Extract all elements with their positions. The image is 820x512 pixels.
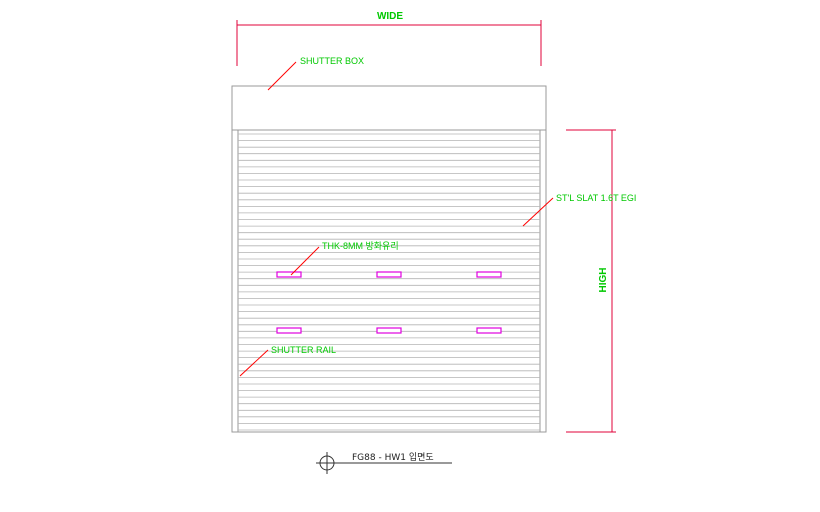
wide-dimension: WIDE xyxy=(236,11,542,66)
vent-opening xyxy=(276,271,302,278)
high-dimension: HIGH xyxy=(566,129,616,433)
rail-label: SHUTTER RAIL xyxy=(271,345,336,355)
high-label: HIGH xyxy=(598,268,609,293)
curtain-frame xyxy=(231,129,547,433)
vent-label: THK-8MM 방화유리 xyxy=(322,241,399,251)
callout-vent: THK-8MM 방화유리 xyxy=(290,241,399,276)
callout-shutter-box: SHUTTER BOX xyxy=(267,56,364,91)
shutter-box-label: SHUTTER BOX xyxy=(300,56,364,66)
title-label: FG88 - HW1 입면도 xyxy=(352,451,434,463)
vent-opening xyxy=(476,327,502,334)
slat-label: ST'L SLAT 1.6T EGI xyxy=(556,193,636,203)
vent-opening xyxy=(376,271,402,278)
vent-openings xyxy=(276,271,502,334)
vent-opening xyxy=(376,327,402,334)
slat-lines xyxy=(238,133,540,431)
wide-label: WIDE xyxy=(377,11,403,22)
vent-opening xyxy=(276,327,302,334)
callout-rail: SHUTTER RAIL xyxy=(239,345,336,377)
callout-slat: ST'L SLAT 1.6T EGI xyxy=(522,193,636,227)
title-block: FG88 - HW1 입면도 xyxy=(316,451,452,474)
shutter-box xyxy=(231,85,547,131)
vent-opening xyxy=(476,271,502,278)
